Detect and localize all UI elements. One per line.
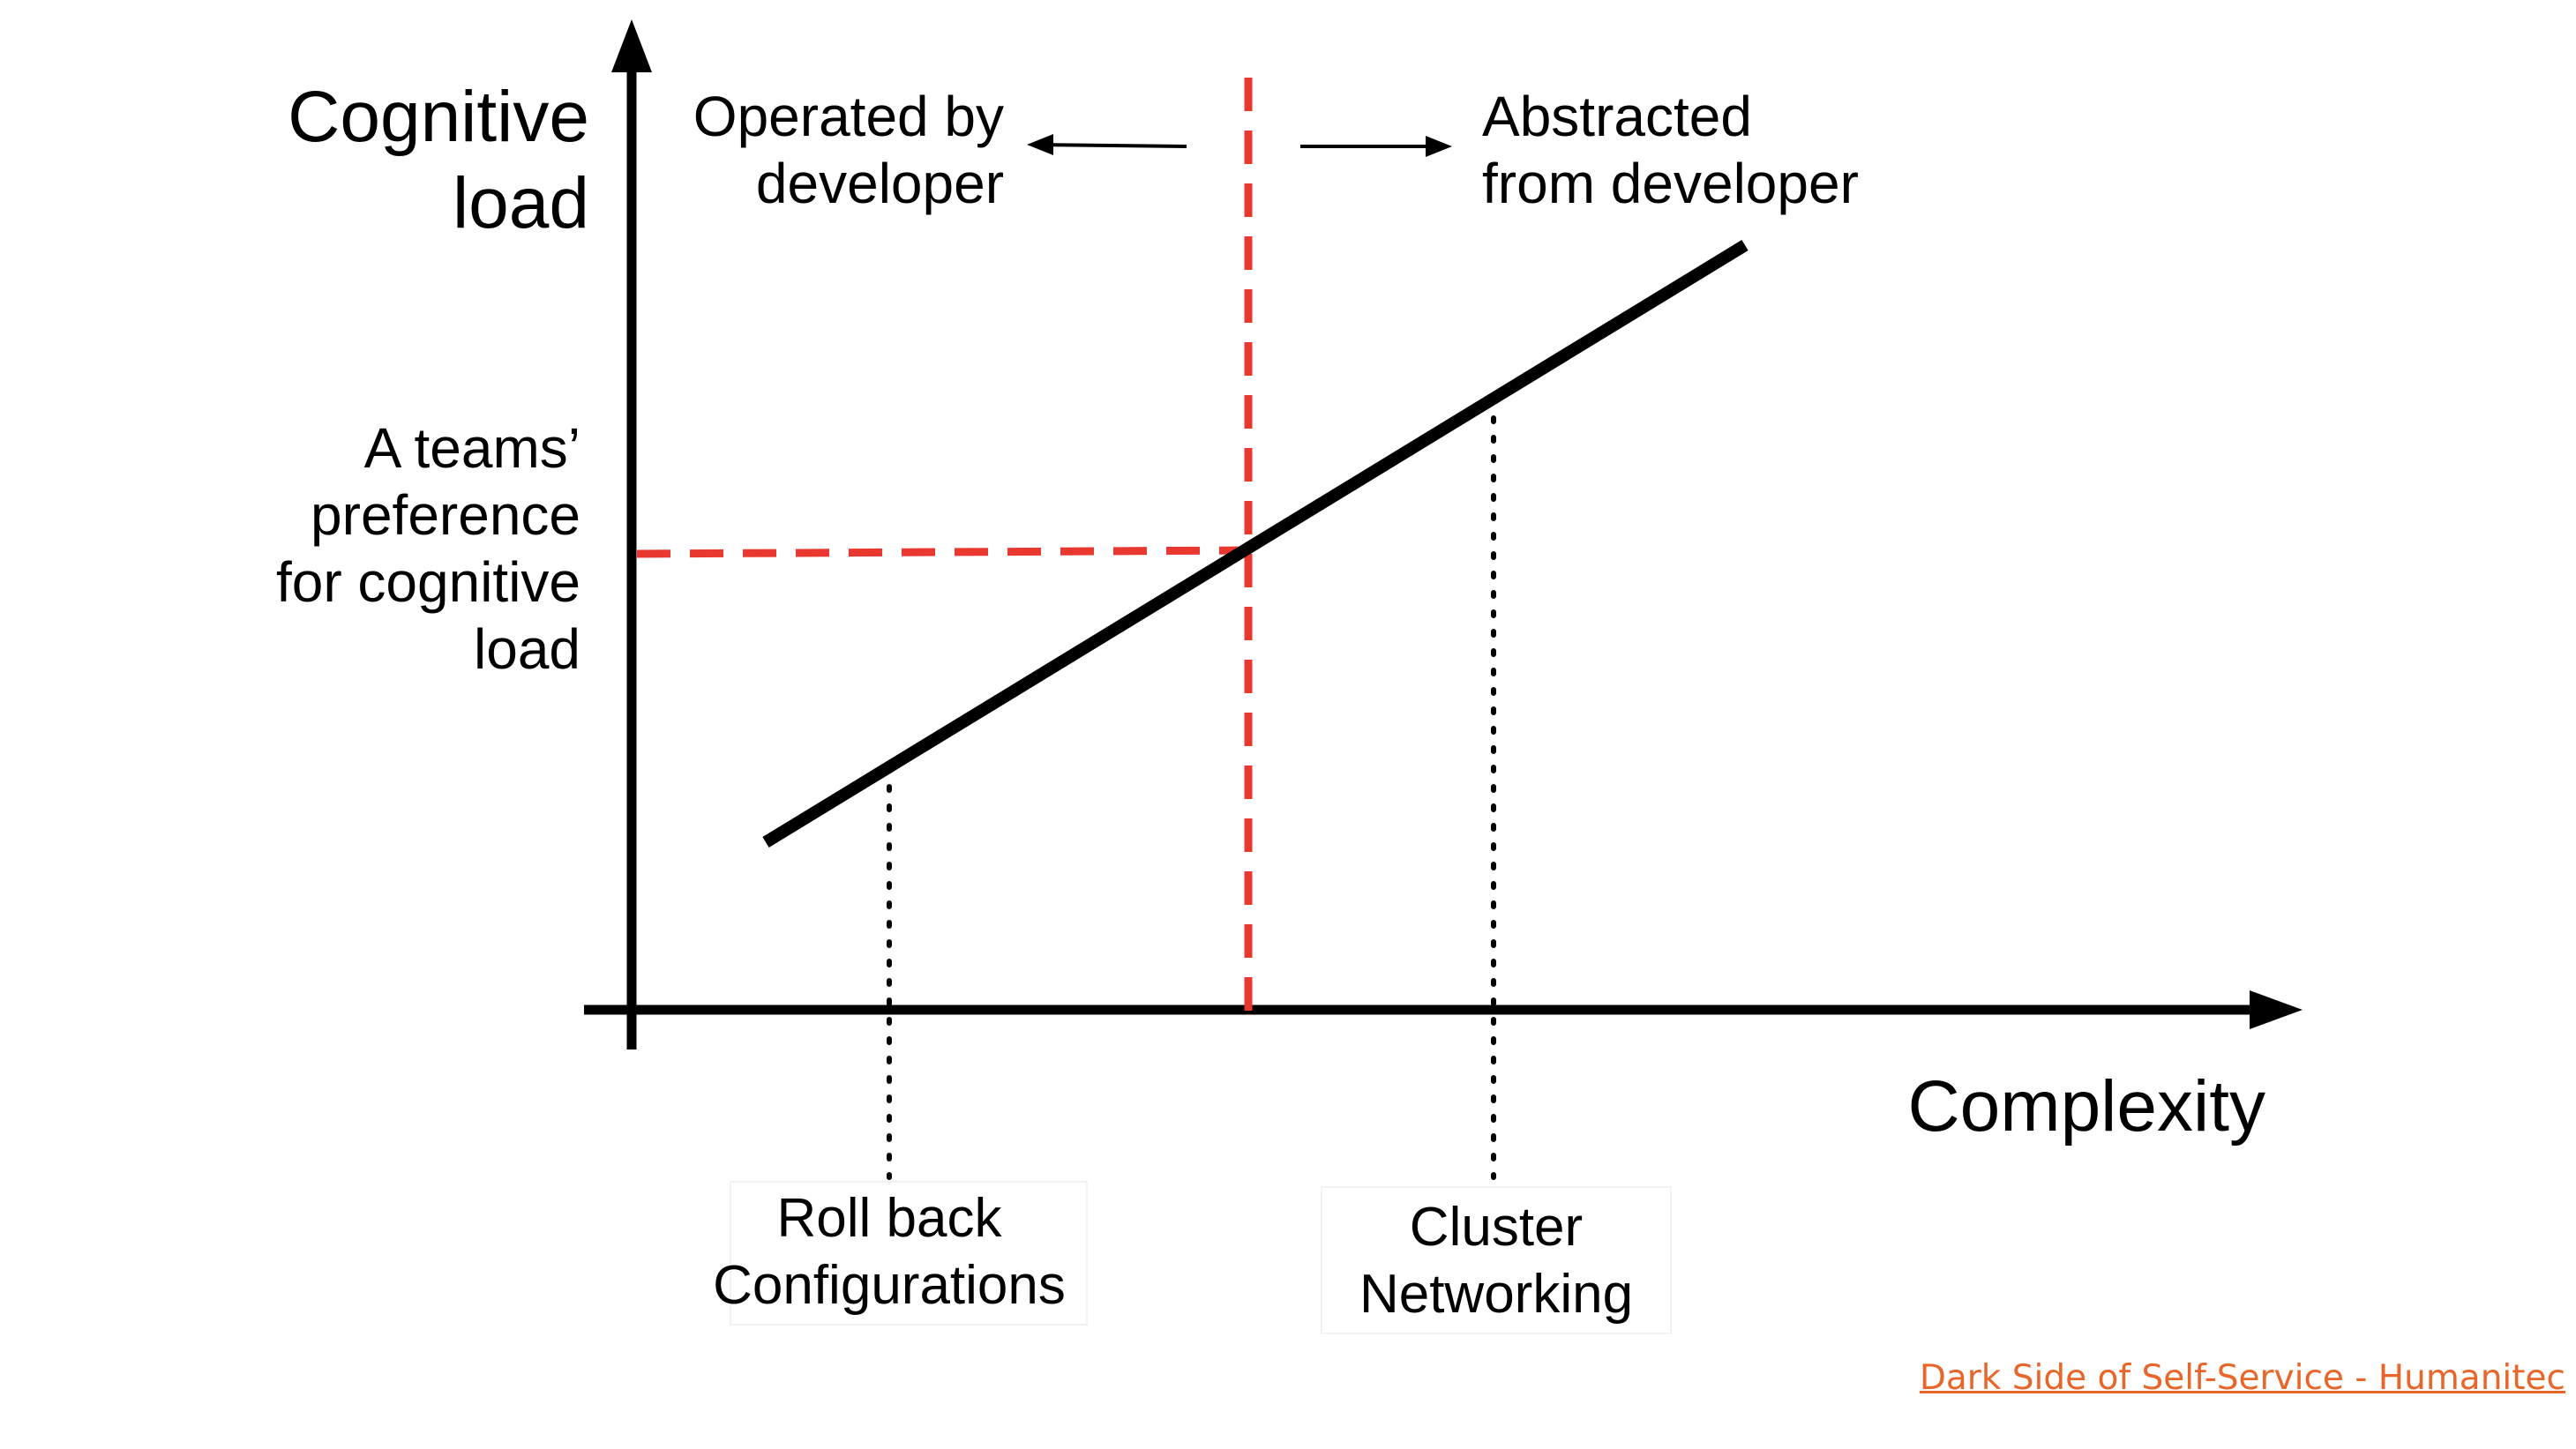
right-region-arrowhead	[1426, 136, 1452, 157]
source-link[interactable]: Dark Side of Self-Service - Humanitec	[1919, 1358, 2565, 1398]
left-region-arrow	[1031, 143, 1187, 148]
left-region-label-line-2: developer	[756, 152, 1004, 215]
cluster-networking-label-box	[1321, 1186, 1672, 1334]
preference-label-line-4: load	[474, 617, 580, 681]
x-axis-arrowhead	[2250, 990, 2303, 1029]
y-axis-label-line-1: Cognitive	[288, 77, 589, 157]
preference-label-line-2: preference	[311, 483, 580, 547]
preference-threshold-line	[636, 546, 1249, 558]
preference-label-line-3: for cognitive	[276, 550, 580, 614]
y-axis-label-line-2: load	[453, 163, 589, 243]
left-region-arrowhead	[1027, 134, 1053, 155]
cognitive-load-trend-line	[762, 240, 1749, 848]
cluster-networking-label-line-1: Cluster	[1410, 1197, 1583, 1258]
y-axis-arrowhead	[611, 19, 652, 72]
roll-back-label-box	[730, 1181, 1088, 1326]
left-region-label-line-1: Operated by	[693, 85, 1004, 148]
right-region-label-line-1: Abstracted	[1482, 85, 1752, 148]
cluster-networking-label-line-2: Networking	[1359, 1264, 1633, 1325]
roll-back-label-line-1: Roll back	[777, 1188, 1003, 1249]
roll-back-label-line-2: Configurations	[713, 1255, 1066, 1316]
x-axis-label: Complexity	[1907, 1066, 2265, 1147]
right-region-label-line-2: from developer	[1482, 152, 1859, 215]
preference-label-line-1: A teams’	[364, 416, 580, 480]
